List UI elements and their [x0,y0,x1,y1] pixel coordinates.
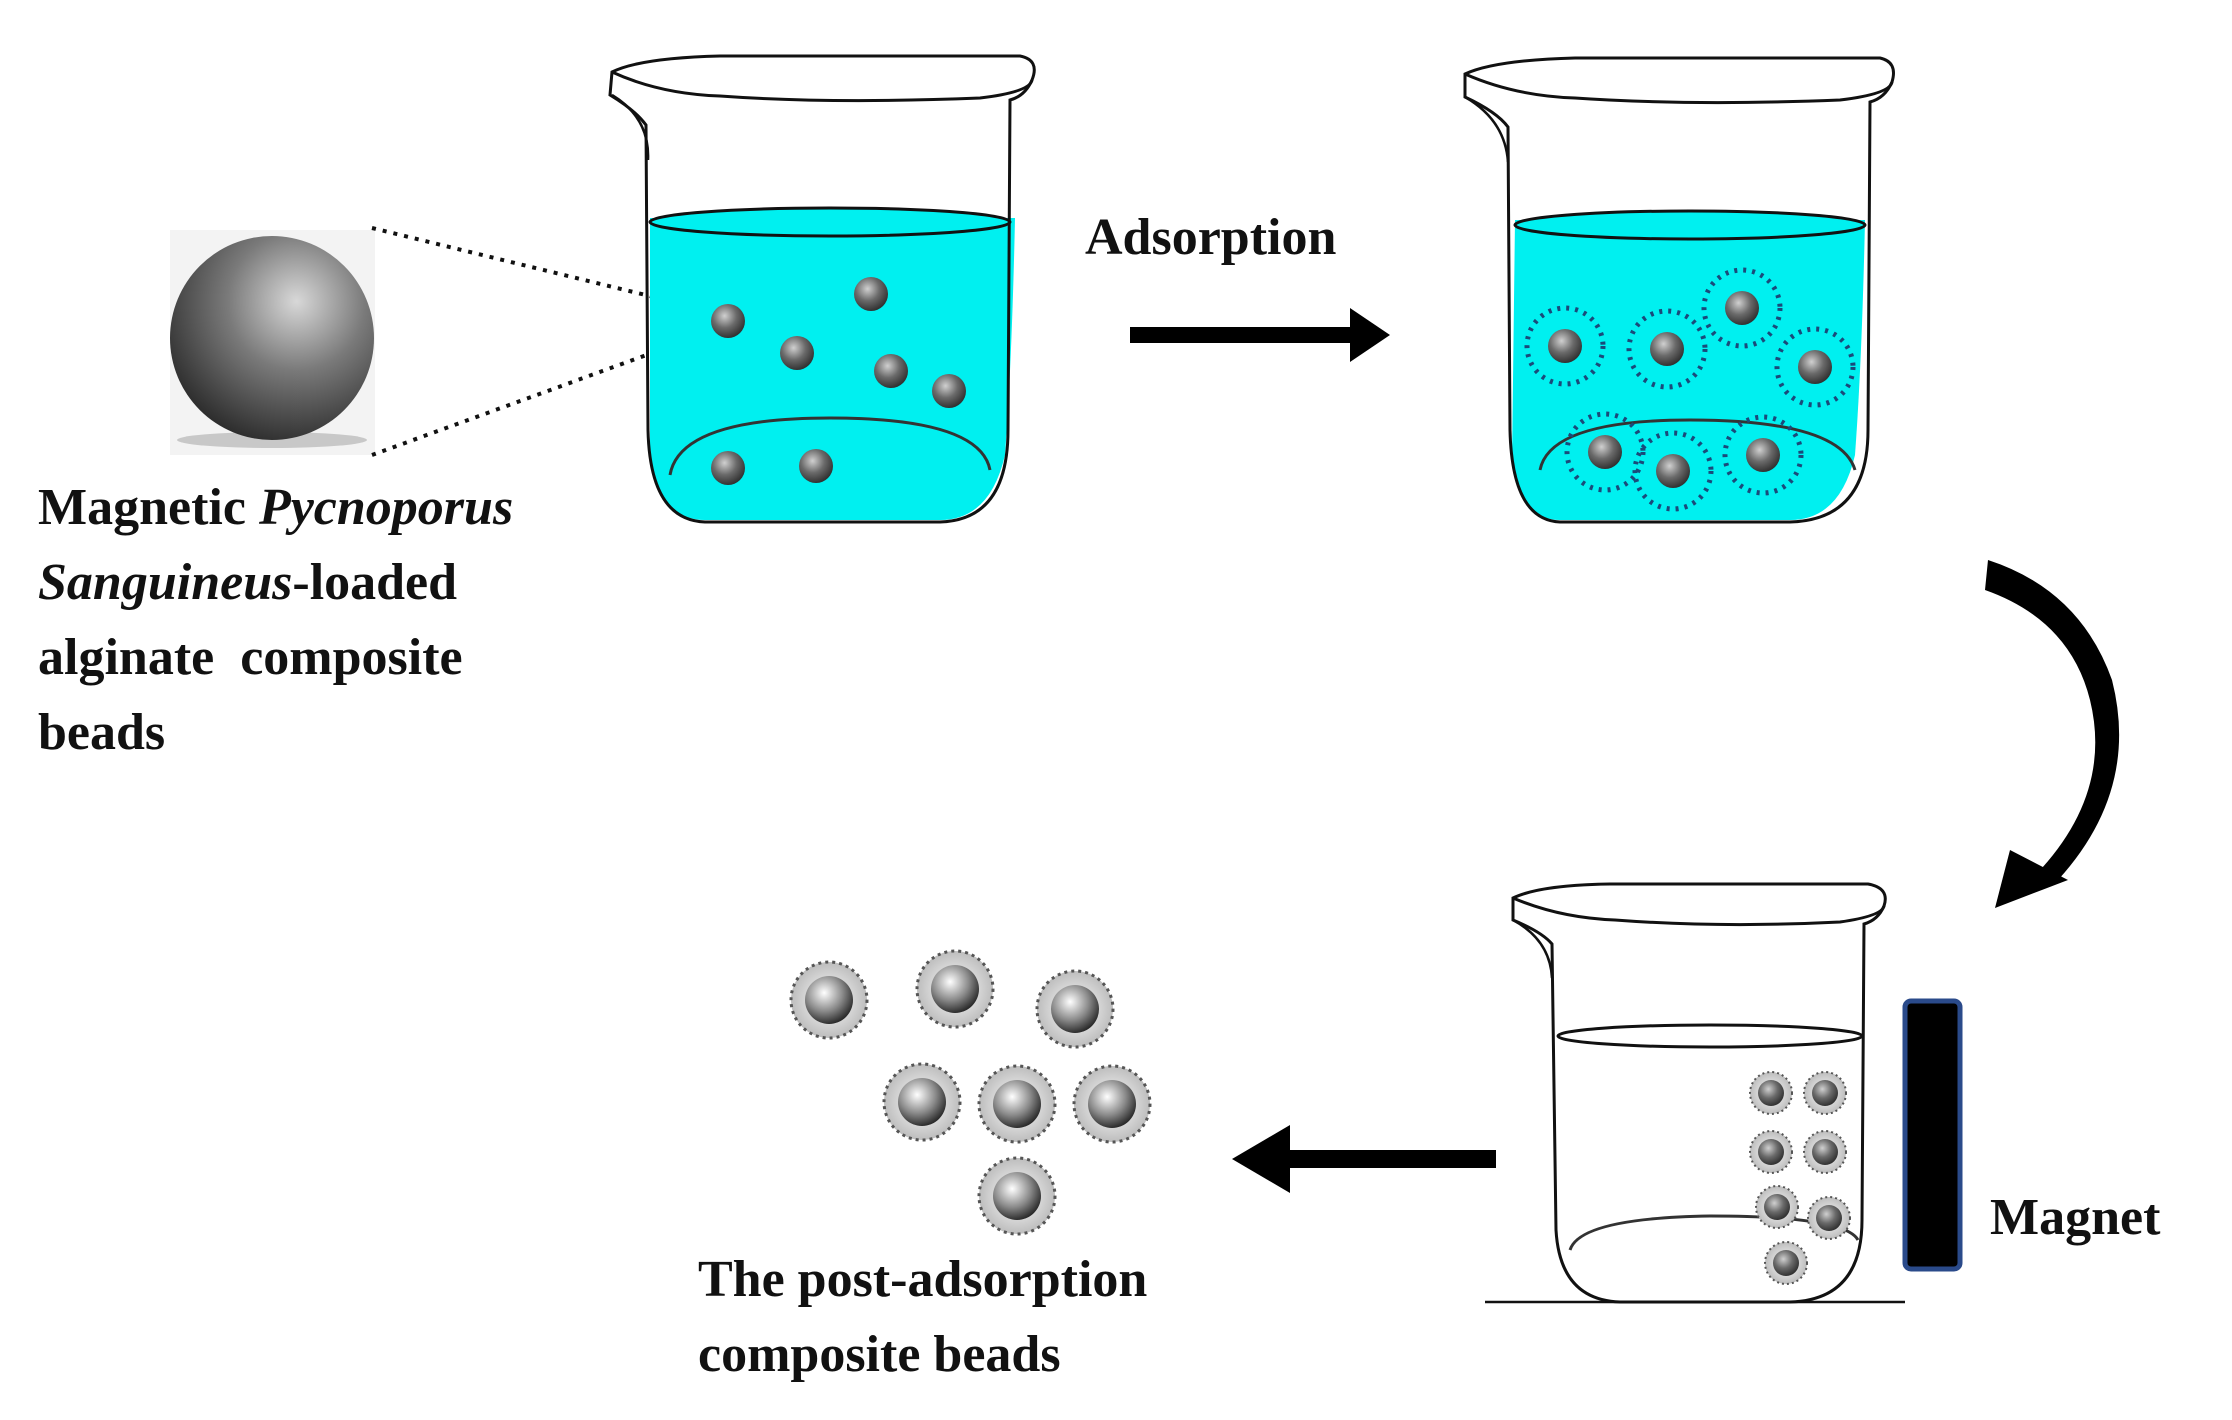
coated-bead [1803,1071,1847,1115]
coated-bead [1755,1185,1799,1229]
coated-bead [1803,1130,1847,1174]
post-label-line-2: composite beads [698,1326,1061,1383]
coated-bead [1626,308,1708,390]
beads-initial [711,277,966,485]
coated-bead [1807,1196,1851,1240]
bead-label-line-4: beads [38,704,166,761]
adsorption-arrow [1130,308,1390,362]
bead-description-label: Magnetic Pycnoporus Sanguineus-loaded al… [38,470,513,770]
bead [932,374,966,408]
coated-bead [1564,411,1646,493]
bead [711,451,745,485]
bead [854,277,888,311]
magnified-bead [170,230,375,455]
coated-bead [882,1062,962,1142]
magnet-bar [1902,998,1963,1272]
coated-bead [1072,1064,1152,1144]
coated-bead [1035,969,1115,1049]
coated-bead [977,1156,1057,1236]
adsorption-label: Adsorption [1085,209,1337,266]
coated-bead [1764,1241,1808,1285]
post-adsorption-label: The post-adsorption composite beads [698,1242,1147,1392]
coated-bead [1774,326,1856,408]
bead-label-line-2: Sanguineus-loaded [38,554,458,611]
post-adsorption-beads [789,949,1152,1236]
coated-bead [1632,430,1714,512]
beaker-after-adsorption [1463,56,1895,524]
beads-with-adsorbed-layer [1524,267,1856,512]
coated-bead [915,949,995,1029]
magnet-label: Magnet [1990,1189,2161,1246]
coated-bead [789,960,869,1040]
separation-arrow [1232,1125,1496,1193]
bead [780,336,814,370]
coated-bead [1701,267,1783,349]
beaker-initial [608,54,1036,524]
post-label-line-1: The post-adsorption [698,1251,1148,1308]
coated-bead [1749,1071,1793,1115]
bead [874,354,908,388]
coated-bead [1722,414,1804,496]
coated-bead [1524,305,1606,387]
callout-line-top [371,226,716,314]
coated-bead [977,1064,1057,1144]
curved-arrow [1985,560,2120,908]
bead [711,304,745,338]
bead-label-line-1: Magnetic Pycnoporus [38,479,514,536]
coated-bead [1749,1130,1793,1174]
bead-label-line-3: alginate composite [38,629,463,686]
beads-attracted-to-magnet [1749,1071,1851,1285]
bead [799,449,833,483]
